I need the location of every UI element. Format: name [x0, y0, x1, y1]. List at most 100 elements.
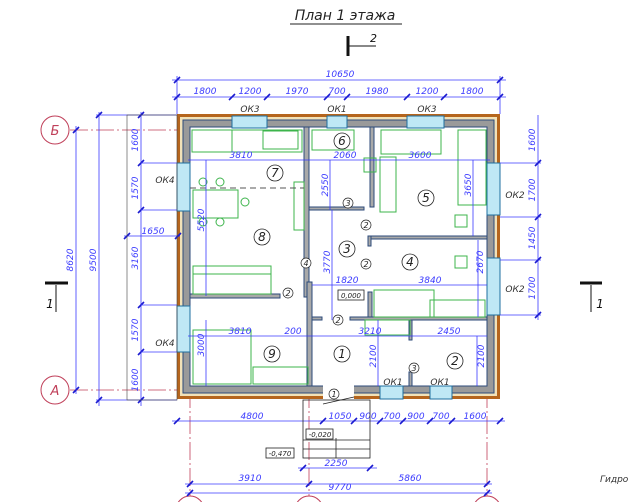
svg-text:9500: 9500 [89, 248, 99, 271]
room-marker-3: 3 [338, 240, 356, 258]
svg-text:1050: 1050 [329, 412, 352, 422]
svg-text:2100: 2100 [477, 344, 487, 367]
window-label-bottom-2: ОК1 [430, 378, 449, 388]
svg-text:1570: 1570 [131, 176, 141, 199]
svg-text:1200: 1200 [239, 87, 262, 97]
svg-text:3160: 3160 [131, 246, 141, 269]
svg-text:1570: 1570 [131, 318, 141, 341]
room-marker-2: 2 [446, 352, 464, 370]
svg-text:5520: 5520 [197, 208, 207, 231]
svg-text:5860: 5860 [399, 474, 422, 484]
room-marker-6: 6 [333, 132, 351, 150]
svg-text:900: 900 [359, 412, 376, 422]
svg-text:1800: 1800 [461, 87, 484, 97]
svg-text:2: 2 [335, 316, 340, 325]
door-mark: 4 [300, 257, 312, 269]
svg-text:8620: 8620 [66, 248, 76, 271]
svg-text:1600: 1600 [131, 128, 141, 151]
window-label-left-1: ОК4 [155, 176, 174, 186]
svg-text:1700: 1700 [528, 276, 538, 299]
svg-text:2250: 2250 [325, 459, 348, 469]
svg-text:3650: 3650 [464, 173, 474, 196]
svg-text:4800: 4800 [241, 412, 264, 422]
svg-text:200: 200 [284, 327, 301, 337]
svg-text:1: 1 [331, 390, 336, 399]
svg-text:700: 700 [432, 412, 449, 422]
axis-marker-a: А [40, 375, 70, 405]
svg-text:700: 700 [328, 87, 345, 97]
svg-text:8: 8 [258, 230, 266, 244]
svg-text:1200: 1200 [416, 87, 439, 97]
svg-text:3840: 3840 [419, 276, 442, 286]
interior-floor [189, 126, 488, 387]
svg-text:-0,470: -0,470 [269, 450, 292, 458]
window-top-2 [326, 115, 348, 129]
svg-text:4: 4 [406, 255, 414, 269]
window-right-2 [486, 257, 501, 316]
axis-marker-b: Б [40, 115, 70, 145]
window-label-top-1: ОК3 [240, 105, 259, 115]
door-mark: 2 [282, 287, 294, 299]
svg-text:5: 5 [422, 191, 430, 205]
section-mark-top: 2 [346, 32, 377, 56]
svg-text:3600: 3600 [409, 151, 432, 161]
door-mark: 2 [332, 314, 344, 326]
window-label-right-1: ОК2 [505, 191, 524, 201]
level-mark-ground: -0,470 [265, 447, 295, 459]
room-marker-9: 9 [263, 345, 281, 363]
inner-dimensions: 3810 2060 3600 5520 2550 3650 3770 1820 … [188, 151, 490, 386]
svg-text:1450: 1450 [528, 226, 538, 249]
axis-marker-bottom-2 [296, 495, 322, 502]
svg-text:3810: 3810 [230, 151, 253, 161]
svg-text:-0,020: -0,020 [309, 431, 332, 439]
room-marker-5: 5 [417, 189, 435, 207]
window-label-top-3: ОК3 [417, 105, 436, 115]
furniture [191, 129, 487, 385]
svg-text:3770: 3770 [323, 250, 333, 273]
plan-title: План 1 этажа [295, 8, 396, 24]
svg-text:2: 2 [370, 32, 377, 45]
dimension-bottom: 4800 1050 900 700 900 700 1600 2250 3910… [172, 412, 505, 497]
door-mark: 3 [342, 197, 354, 209]
svg-text:1: 1 [338, 347, 346, 361]
svg-text:1820: 1820 [336, 276, 359, 286]
interior-walls [189, 126, 488, 387]
porch [302, 396, 371, 459]
svg-text:1: 1 [46, 297, 54, 311]
window-top-1 [231, 115, 268, 129]
svg-text:2: 2 [451, 354, 459, 368]
level-mark-porch: -0,020 [305, 428, 334, 440]
room-marker-8: 8 [253, 228, 271, 246]
door-mark: 3 [408, 362, 420, 374]
door-mark: 1 [328, 388, 340, 400]
svg-text:1: 1 [596, 297, 604, 311]
svg-text:2: 2 [285, 289, 290, 298]
svg-text:3: 3 [343, 242, 351, 256]
room-marker-1: 1 [333, 345, 351, 363]
svg-text:1600: 1600 [131, 368, 141, 391]
svg-text:1800: 1800 [194, 87, 217, 97]
svg-text:Б: Б [51, 124, 60, 139]
window-bottom-2 [429, 385, 453, 400]
window-left-2 [176, 305, 191, 353]
svg-text:2100: 2100 [369, 344, 379, 367]
svg-text:9: 9 [268, 347, 276, 361]
svg-text:3210: 3210 [359, 327, 382, 337]
svg-text:6: 6 [338, 134, 346, 148]
svg-text:3810: 3810 [229, 327, 252, 337]
svg-text:1600: 1600 [464, 412, 487, 422]
svg-text:4: 4 [303, 259, 308, 268]
dimension-left: 8620 9500 1600 1570 3160 1570 1600 1650 [66, 111, 182, 406]
window-right-1 [486, 162, 501, 216]
room-marker-4: 4 [401, 253, 419, 271]
svg-text:3: 3 [411, 364, 416, 373]
svg-text:900: 900 [407, 412, 424, 422]
window-left-1 [176, 162, 191, 212]
svg-text:1700: 1700 [528, 178, 538, 201]
svg-text:10650: 10650 [326, 70, 355, 80]
svg-text:3: 3 [345, 199, 350, 208]
svg-text:9770: 9770 [329, 483, 352, 493]
svg-text:2: 2 [363, 221, 368, 230]
svg-text:1970: 1970 [286, 87, 309, 97]
svg-text:700: 700 [383, 412, 400, 422]
